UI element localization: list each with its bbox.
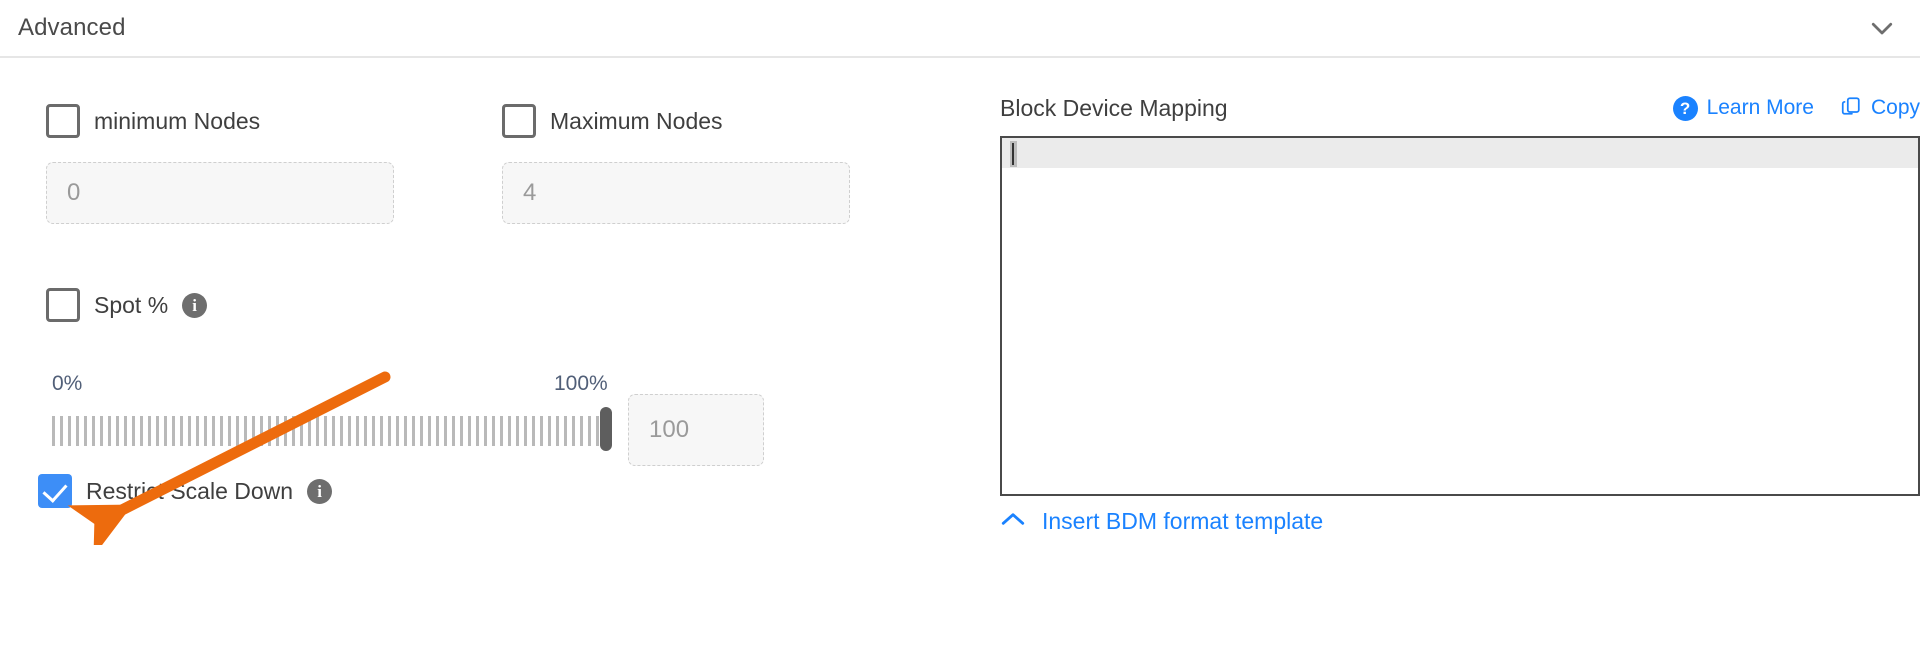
restrict-scale-down-row: Restrict Scale Down i	[38, 474, 333, 508]
info-icon[interactable]: i	[182, 292, 208, 318]
spot-percent-checkbox[interactable]	[46, 288, 80, 322]
spot-percent-label: Spot %	[94, 291, 169, 318]
editor-caret	[1012, 143, 1014, 165]
learn-more-link[interactable]: ? Learn More	[1672, 95, 1814, 121]
minimum-nodes-input-value: 0	[67, 179, 81, 206]
slider-min-label: 0%	[52, 372, 83, 395]
slider-thumb[interactable]	[600, 407, 612, 451]
block-device-mapping-title: Block Device Mapping	[1000, 94, 1228, 121]
slider-track[interactable]	[52, 416, 604, 446]
minimum-nodes-checkbox[interactable]	[46, 104, 80, 138]
slider-value-text: 100	[649, 416, 690, 443]
spot-percent-row: Spot % i	[46, 288, 208, 322]
slider-max-label: 100%	[554, 372, 608, 395]
editor-active-line	[1002, 138, 1918, 168]
minimum-nodes-row: minimum Nodes	[46, 104, 260, 138]
maximum-nodes-checkbox[interactable]	[502, 104, 536, 138]
copy-icon	[1840, 95, 1862, 122]
learn-more-label: Learn More	[1706, 96, 1814, 119]
maximum-nodes-input[interactable]: 4	[502, 162, 850, 224]
left-column: minimum Nodes 0 Maximum Nodes 4 Spot % i…	[0, 58, 980, 656]
page-title: Advanced	[18, 14, 126, 41]
block-device-mapping-header: Block Device Mapping ? Learn More Copy	[1000, 90, 1920, 126]
copy-label: Copy	[1870, 96, 1920, 119]
slider-value-input[interactable]: 100	[628, 394, 764, 466]
section-header: Advanced	[0, 0, 1920, 56]
right-column: Block Device Mapping ? Learn More Copy	[1000, 58, 1920, 656]
restrict-scale-down-checkbox[interactable]	[38, 474, 72, 508]
spot-percent-slider-group: 0% 100% 100	[0, 58, 980, 656]
question-circle-icon: ?	[1672, 95, 1698, 121]
copy-button[interactable]: Copy	[1840, 95, 1920, 122]
restrict-scale-down-label: Restrict Scale Down	[86, 477, 294, 504]
maximum-nodes-label: Maximum Nodes	[550, 107, 723, 134]
insert-bdm-template-label: Insert BDM format template	[1042, 508, 1324, 534]
insert-bdm-template-link[interactable]: Insert BDM format template	[1000, 508, 1323, 535]
chevron-up-icon	[1000, 510, 1026, 533]
info-icon[interactable]: i	[307, 478, 333, 504]
block-device-mapping-editor[interactable]	[1000, 136, 1920, 496]
maximum-nodes-input-value: 4	[523, 179, 537, 206]
minimum-nodes-label: minimum Nodes	[94, 107, 261, 134]
minimum-nodes-input[interactable]: 0	[46, 162, 394, 224]
bdm-actions: ? Learn More Copy	[1672, 90, 1920, 126]
chevron-down-icon[interactable]	[1862, 8, 1902, 48]
maximum-nodes-row: Maximum Nodes	[502, 104, 723, 138]
header-divider	[0, 56, 1920, 58]
